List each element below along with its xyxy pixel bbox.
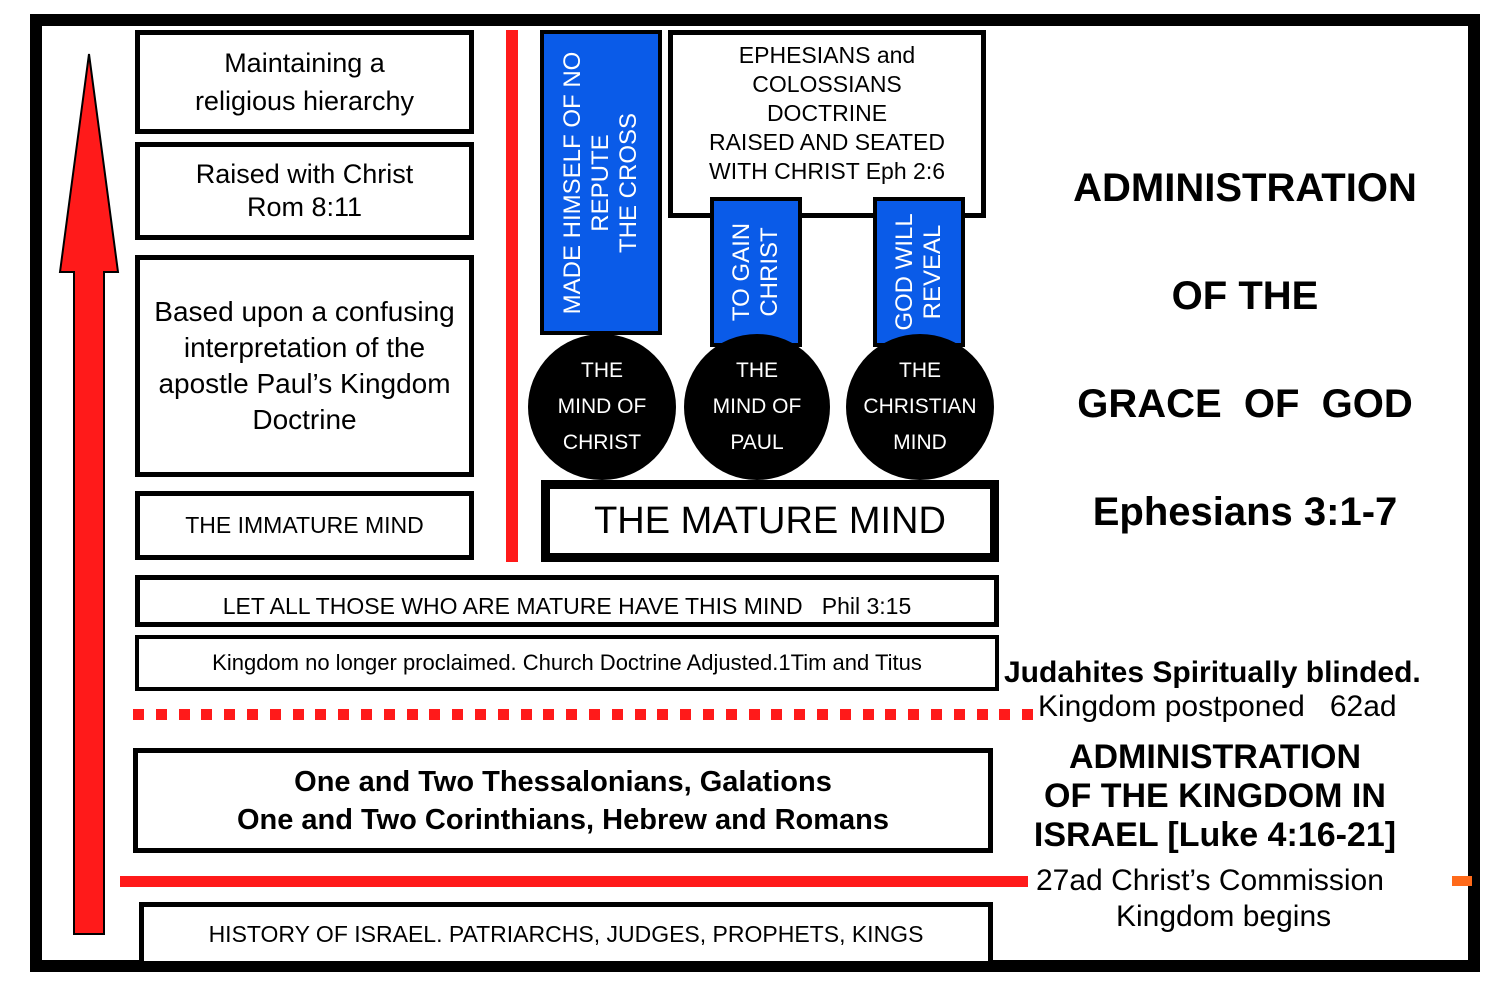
- ephesians-line5: WITH CHRIST Eph 2:6: [708, 158, 946, 184]
- kingdom-admin-line2: OF THE KINGDOM IN: [1044, 777, 1386, 815]
- history-box: HISTORY OF ISRAEL. PATRIARCHS, JUDGES, P…: [139, 902, 993, 966]
- raised-box: Raised with Christ Rom 8:11: [135, 142, 474, 240]
- hierarchy-box: Maintaining a religious hierarchy: [135, 30, 474, 134]
- dotted-line-segment: [885, 709, 896, 720]
- phil-text: LET ALL THOSE WHO ARE MATURE HAVE THIS M…: [222, 593, 912, 619]
- dotted-line-segment: [657, 709, 668, 720]
- vertical-divider: [506, 30, 518, 562]
- dotted-line-segment: [726, 709, 737, 720]
- dotted-line-segment: [498, 709, 509, 720]
- grace-admin-line1: ADMINISTRATION: [1073, 166, 1417, 210]
- dotted-line-segment: [1022, 709, 1033, 720]
- circle-line: MIND OF: [557, 395, 647, 418]
- circle-line: CHRISTIAN: [863, 395, 977, 418]
- dotted-line-segment: [589, 709, 600, 720]
- pillar-bar-paul-text: TO GAIN CHRIST: [728, 222, 783, 322]
- dotted-line-segment: [612, 709, 623, 720]
- circle-line: THE: [899, 359, 941, 382]
- dotted-line-segment: [977, 709, 988, 720]
- dotted-line-segment: [338, 709, 349, 720]
- letters-box: One and Two Thessalonians, Galations One…: [133, 748, 993, 853]
- pillar-bar-christ: MADE HIMSELF OF NO REPUTE THE CROSS: [540, 30, 662, 335]
- dotted-line-segment: [452, 709, 463, 720]
- dotted-line-segment: [384, 709, 395, 720]
- judahites-text: Judahites Spiritually blinded.: [1004, 656, 1421, 689]
- dotted-line-segment: [361, 709, 372, 720]
- postponed-text: Kingdom postponed 62ad: [1038, 690, 1397, 723]
- dotted-line-segment: [521, 709, 532, 720]
- confusing-interpretation-box: Based upon a confusing interpretation of…: [135, 255, 474, 477]
- commission-line1: 27ad Christ’s Commission: [1036, 864, 1384, 897]
- raised-line1: Raised with Christ: [195, 159, 414, 189]
- immature-mind-box: THE IMMATURE MIND: [135, 491, 474, 560]
- commission-line2: Kingdom begins: [1116, 900, 1332, 933]
- confusing-interpretation-text: Based upon a confusing interpretation of…: [154, 296, 455, 435]
- dotted-line-segment: [703, 709, 714, 720]
- mind-of-paul-circle: THE MIND OF PAUL: [684, 334, 830, 480]
- dotted-line-segment: [475, 709, 486, 720]
- ephesians-line2: COLOSSIANS: [752, 71, 902, 97]
- dotted-line-segment: [429, 709, 440, 720]
- dotted-line-segment: [771, 709, 782, 720]
- ephesians-box: EPHESIANS and COLOSSIANS DOCTRINE RAISED…: [668, 30, 986, 218]
- kingdom-no-longer-text: Kingdom no longer proclaimed. Church Doc…: [212, 650, 922, 675]
- circle-line: PAUL: [730, 431, 784, 454]
- dotted-line-segment: [407, 709, 418, 720]
- dotted-line-segment: [293, 709, 304, 720]
- grace-admin-line4: Ephesians 3:1-7: [1092, 490, 1398, 534]
- dotted-line-segment: [908, 709, 919, 720]
- circle-line: THE: [581, 359, 623, 382]
- christian-mind-circle: THE CHRISTIAN MIND: [846, 334, 994, 480]
- mature-mind-text: THE MATURE MIND: [594, 499, 946, 542]
- ephesians-line4: RAISED AND SEATED: [708, 129, 946, 155]
- circle-line: CHRIST: [562, 431, 642, 454]
- dotted-line-segment: [224, 709, 235, 720]
- circle-line: MIND OF: [712, 395, 802, 418]
- dotted-line-segment: [635, 709, 646, 720]
- dotted-line-segment: [156, 709, 167, 720]
- ephesians-line3: DOCTRINE: [766, 100, 888, 126]
- dotted-line-segment: [999, 709, 1010, 720]
- dotted-line-segment: [680, 709, 691, 720]
- dotted-line-segment: [270, 709, 281, 720]
- ephesians-line1: EPHESIANS and: [738, 42, 916, 68]
- dotted-line-segment: [954, 709, 965, 720]
- grace-admin-line3: GRACE OF GOD: [1077, 382, 1413, 426]
- dotted-line-segment: [840, 709, 851, 720]
- commission-line: [120, 876, 1028, 887]
- kingdom-admin-line3: ISRAEL [Luke 4:16-21]: [1033, 816, 1397, 854]
- dotted-line-segment: [179, 709, 190, 720]
- mature-mind-box: THE MATURE MIND: [541, 480, 999, 562]
- dotted-line-segment: [543, 709, 554, 720]
- immature-mind-text: THE IMMATURE MIND: [185, 512, 424, 538]
- mind-of-christ-circle: THE MIND OF CHRIST: [528, 334, 676, 480]
- pillar-bar-christ-text: MADE HIMSELF OF NO REPUTE THE CROSS: [559, 51, 642, 314]
- dotted-line-segment: [863, 709, 874, 720]
- pillar-bar-christian: GOD WILL REVEAL: [873, 197, 965, 347]
- orange-marker: [1452, 876, 1472, 886]
- dotted-line-segment: [794, 709, 805, 720]
- pillar-bar-paul: TO GAIN CHRIST: [710, 197, 802, 347]
- kingdom-admin-line1: ADMINISTRATION: [1068, 738, 1362, 776]
- history-text: HISTORY OF ISRAEL. PATRIARCHS, JUDGES, P…: [208, 920, 924, 947]
- letters-line1: One and Two Thessalonians, Galations: [294, 765, 832, 798]
- dotted-line-segment: [566, 709, 577, 720]
- dotted-line-segment: [133, 709, 144, 720]
- circle-line: MIND: [893, 431, 947, 454]
- circle-line: THE: [736, 359, 778, 382]
- dotted-line-segment: [247, 709, 258, 720]
- raised-line2: Rom 8:11: [246, 192, 363, 222]
- up-arrow: [58, 53, 120, 935]
- phil-box: LET ALL THOSE WHO ARE MATURE HAVE THIS M…: [135, 575, 999, 627]
- dotted-line-segment: [749, 709, 760, 720]
- dotted-line-segment: [817, 709, 828, 720]
- dotted-line-segment: [201, 709, 212, 720]
- pillar-bar-christian-text: GOD WILL REVEAL: [891, 213, 946, 331]
- kingdom-no-longer-box: Kingdom no longer proclaimed. Church Doc…: [135, 635, 999, 691]
- dotted-line-segment: [315, 709, 326, 720]
- dotted-line-segment: [931, 709, 942, 720]
- letters-line2: One and Two Corinthians, Hebrew and Roma…: [236, 803, 890, 836]
- hierarchy-text: Maintaining a religious hierarchy: [194, 48, 415, 116]
- grace-admin-line2: OF THE: [1171, 274, 1319, 318]
